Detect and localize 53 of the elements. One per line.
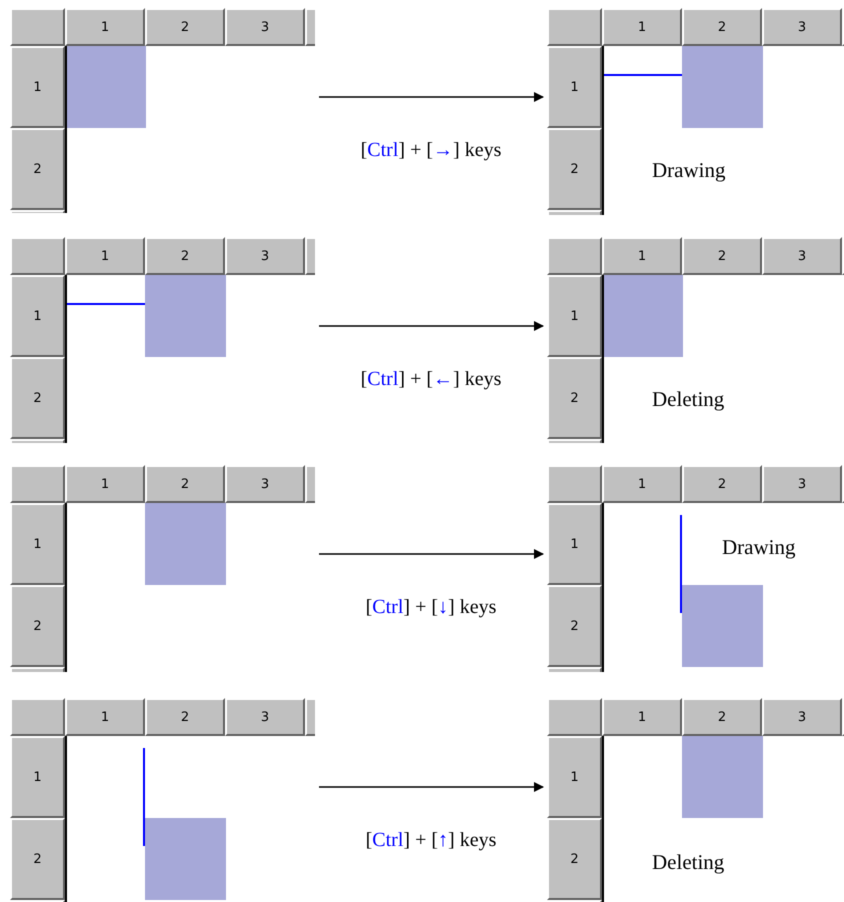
row-header: 1 bbox=[10, 736, 65, 818]
row-header: 1 bbox=[547, 46, 602, 128]
column-header: 2 bbox=[145, 465, 225, 503]
column-header: 3 bbox=[225, 465, 305, 503]
node-label: Drawing bbox=[652, 158, 726, 183]
column-header: 3 bbox=[762, 8, 842, 46]
column-header: 1 bbox=[65, 698, 145, 736]
column-header: 3 bbox=[225, 237, 305, 275]
row-header: 2 bbox=[10, 585, 65, 667]
column-header: 3 bbox=[762, 465, 842, 503]
spreadsheet-screenshot bbox=[547, 8, 844, 215]
row-header: 2 bbox=[10, 128, 65, 210]
row-header: 1 bbox=[10, 46, 65, 128]
arrow bbox=[319, 782, 544, 792]
column-header: 1 bbox=[602, 237, 682, 275]
node-label: Deleting bbox=[652, 387, 724, 412]
row-header: 1 bbox=[10, 503, 65, 585]
spreadsheet-screenshot bbox=[547, 237, 844, 443]
row-header: 2 bbox=[10, 818, 65, 900]
row-header: 2 bbox=[547, 818, 602, 900]
arrow bbox=[319, 549, 544, 559]
spreadsheet-screenshot bbox=[547, 698, 844, 902]
column-header: 2 bbox=[145, 698, 225, 736]
row-header: 2 bbox=[547, 357, 602, 439]
row-header: 1 bbox=[10, 275, 65, 357]
row-header: 2 bbox=[10, 357, 65, 439]
column-header: 1 bbox=[602, 698, 682, 736]
spreadsheet-screenshot bbox=[547, 465, 844, 672]
column-header: 2 bbox=[145, 237, 225, 275]
column-header: 2 bbox=[682, 8, 762, 46]
spreadsheet-screenshot bbox=[10, 698, 315, 902]
row-header: 2 bbox=[547, 585, 602, 667]
node-label: Deleting bbox=[652, 850, 724, 875]
node-label: Drawing bbox=[722, 535, 796, 560]
column-header: 3 bbox=[762, 237, 842, 275]
arrow bbox=[319, 92, 544, 102]
column-header: 2 bbox=[682, 698, 762, 736]
row-header: 1 bbox=[547, 736, 602, 818]
row-header: 1 bbox=[547, 275, 602, 357]
column-header: 1 bbox=[65, 8, 145, 46]
column-header: 3 bbox=[225, 698, 305, 736]
column-header: 2 bbox=[682, 465, 762, 503]
arrow bbox=[319, 321, 544, 331]
column-header: 1 bbox=[602, 465, 682, 503]
column-header: 1 bbox=[602, 8, 682, 46]
column-header: 3 bbox=[762, 698, 842, 736]
column-header: 2 bbox=[145, 8, 225, 46]
column-header: 3 bbox=[225, 8, 305, 46]
row-header: 1 bbox=[547, 503, 602, 585]
column-header: 2 bbox=[682, 237, 762, 275]
column-header: 1 bbox=[65, 237, 145, 275]
row-header: 2 bbox=[547, 128, 602, 210]
column-header: 1 bbox=[65, 465, 145, 503]
